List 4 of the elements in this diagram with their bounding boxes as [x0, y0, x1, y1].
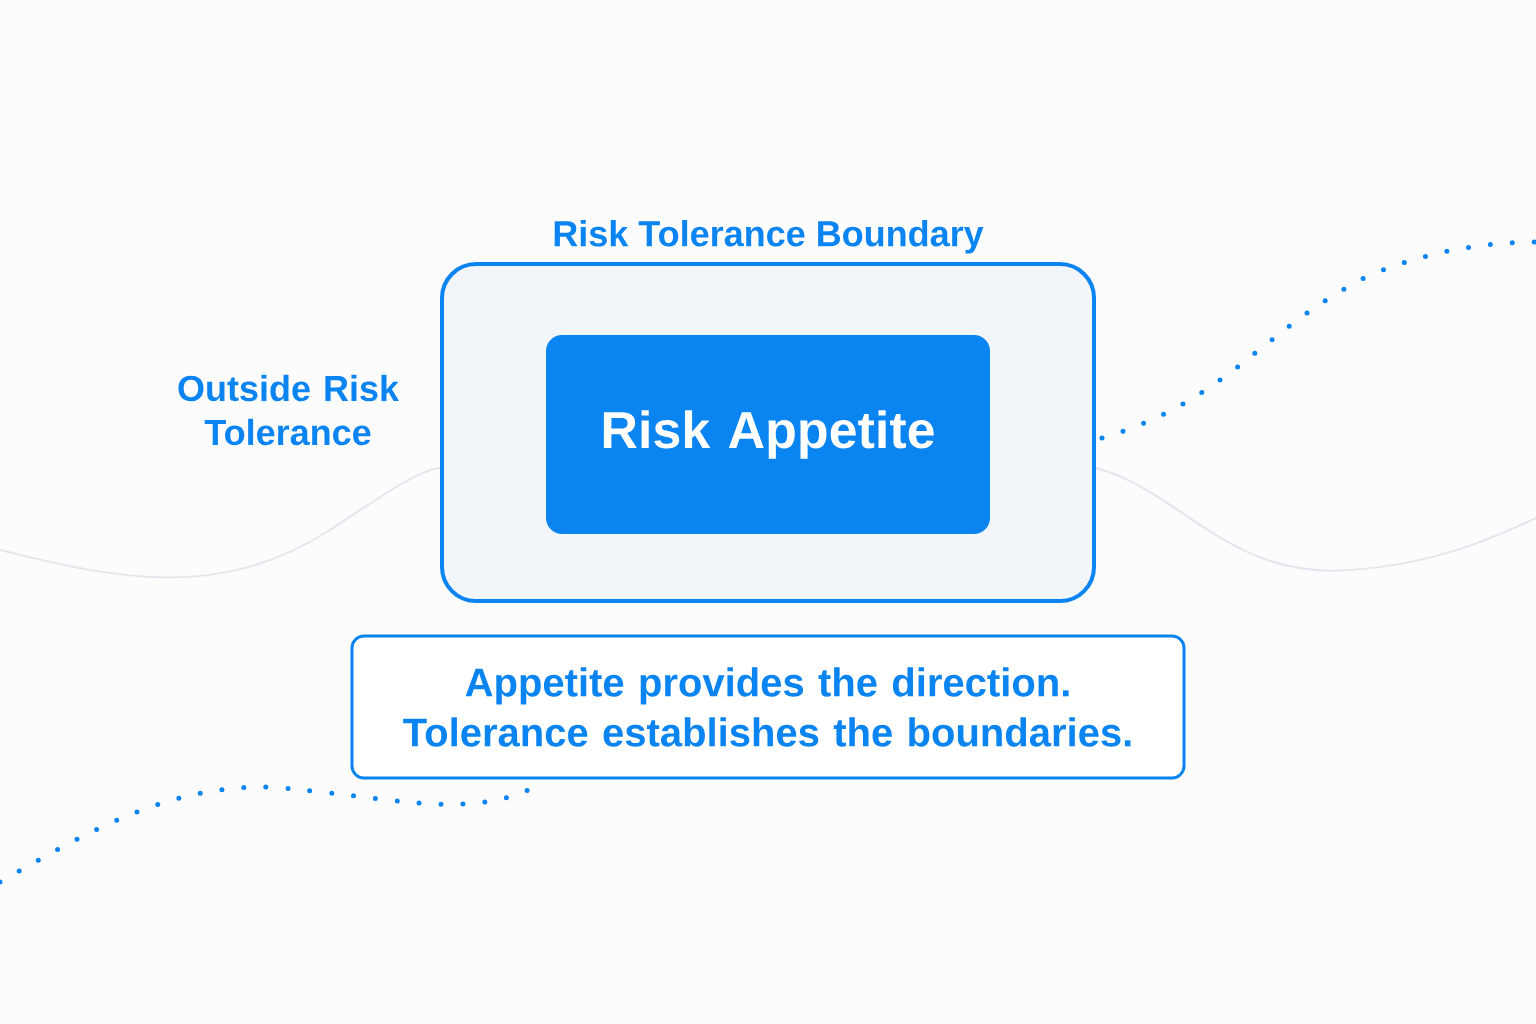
node-label: Risk Tolerance Boundary: [554, 220, 984, 254]
appetite-box: Risk Appetite: [546, 335, 990, 534]
side-label: Outside Risk Tolerance: [178, 374, 400, 446]
message-box: Appetite provides the direction. Tolerance establishes the boundaries.: [350, 634, 1186, 780]
